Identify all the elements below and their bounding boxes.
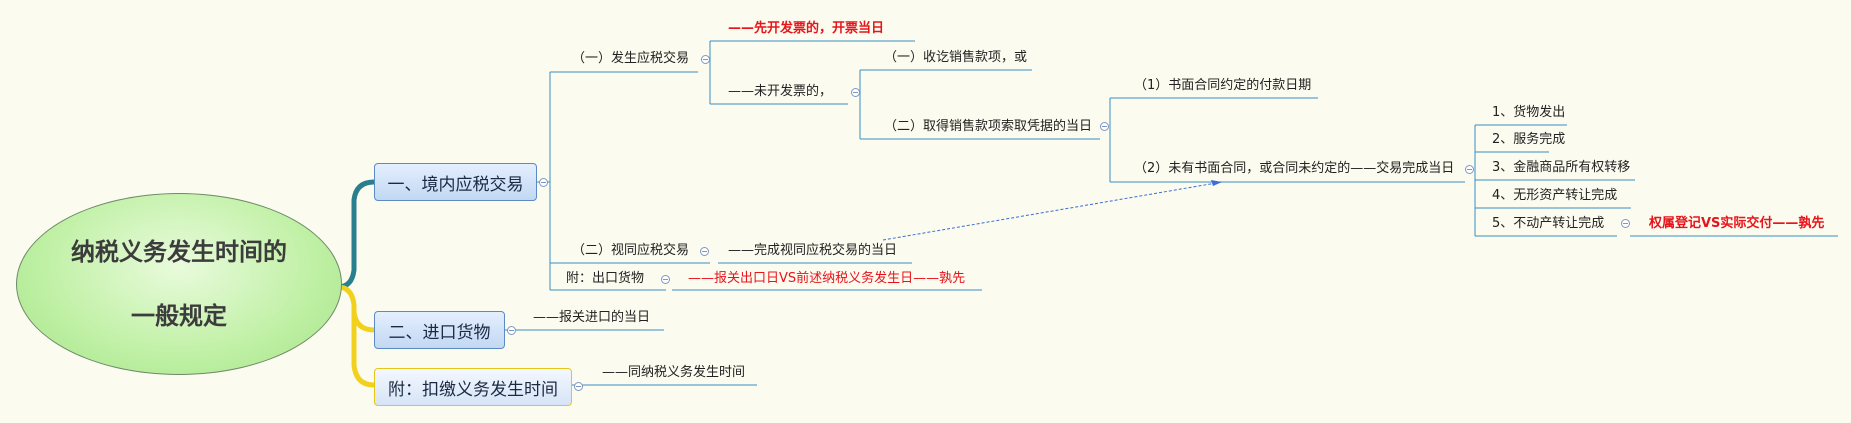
item-financial-transfer[interactable]: 3、金融商品所有权转移 (1492, 160, 1631, 175)
branch-domestic-taxable[interactable]: 一、境内应税交易 (374, 163, 537, 201)
item-intangible-transfer[interactable]: 4、无形资产转让完成 (1492, 188, 1618, 203)
collapse-toggle-icon[interactable] (574, 382, 583, 391)
topic-no-contract[interactable]: （2）未有书面合同，或合同未约定的——交易完成当日 (1134, 161, 1455, 176)
topic-taxable-transaction[interactable]: （一）发生应税交易 (572, 51, 690, 66)
topic-contract-payment-date[interactable]: （1）书面合同约定的付款日期 (1134, 78, 1312, 93)
collapse-toggle-icon[interactable] (701, 55, 710, 64)
topic-export-declaration[interactable]: ——报关出口日VS前述纳税义务发生日——孰先 (688, 271, 966, 286)
topic-payment-voucher[interactable]: （二）取得销售款项索取凭据的当日 (884, 119, 1093, 134)
item-service-completed[interactable]: 2、服务完成 (1492, 132, 1566, 147)
topic-deemed-taxable[interactable]: （二）视同应税交易 (572, 243, 690, 258)
item-goods-shipped[interactable]: 1、货物发出 (1492, 105, 1566, 120)
topic-payment-received[interactable]: （一）收讫销售款项，或 (884, 50, 1028, 65)
topic-export-goods[interactable]: 附：出口货物 (566, 271, 645, 286)
branch-import-goods[interactable]: 二、进口货物 (374, 311, 505, 349)
collapse-toggle-icon[interactable] (851, 88, 860, 97)
branch-domestic-label: 一、境内应税交易 (387, 174, 524, 195)
collapse-toggle-icon[interactable] (700, 247, 709, 256)
root-title-line1: 纳税义务发生时间的 (71, 238, 287, 266)
topic-import-declaration[interactable]: ——报关进口的当日 (533, 310, 651, 325)
note-registration-vs-delivery[interactable]: 权属登记VS实际交付——孰先 (1649, 216, 1825, 231)
collapse-toggle-icon[interactable] (507, 326, 516, 335)
collapse-toggle-icon[interactable] (539, 178, 548, 187)
branch-import-label: 二、进口货物 (388, 322, 491, 343)
collapse-toggle-icon[interactable] (1465, 165, 1474, 174)
topic-invoice-first[interactable]: ——先开发票的，开票当日 (728, 21, 885, 36)
branch-withholding-label: 附：扣缴义务发生时间 (388, 379, 558, 400)
topic-deemed-completion[interactable]: ——完成视同应税交易的当日 (728, 243, 898, 258)
item-real-estate-transfer[interactable]: 5、不动产转让完成 (1492, 216, 1605, 231)
collapse-toggle-icon[interactable] (1621, 219, 1630, 228)
root-title-line2: 一般规定 (131, 302, 227, 330)
branch-withholding[interactable]: 附：扣缴义务发生时间 (374, 368, 572, 406)
root-topic[interactable]: 纳税义务发生时间的 一般规定 (16, 193, 342, 375)
topic-same-as-tax-time[interactable]: ——同纳税义务发生时间 (602, 365, 746, 380)
collapse-toggle-icon[interactable] (1100, 122, 1109, 131)
topic-no-invoice[interactable]: ——未开发票的， (728, 84, 833, 99)
collapse-toggle-icon[interactable] (661, 275, 670, 284)
